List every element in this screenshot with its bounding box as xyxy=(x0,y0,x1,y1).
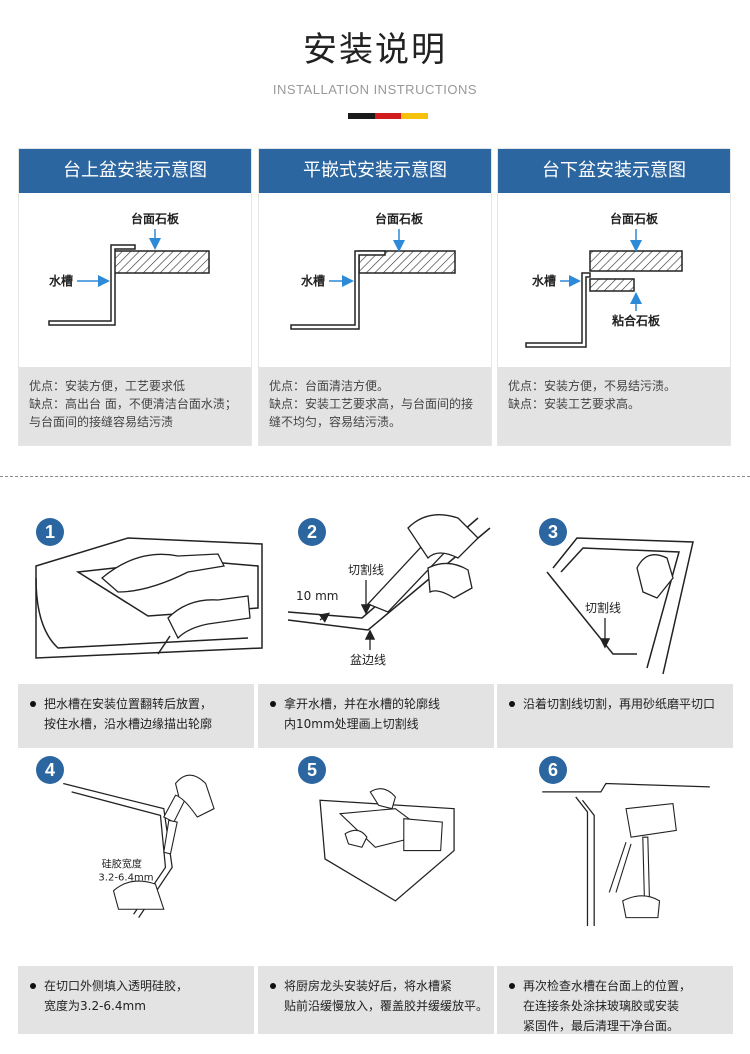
panel-notes: 优点：台面清洁方便。 缺点：安装工艺要求高，与台面间的接 缝不均匀，容易结污渍。 xyxy=(259,367,491,445)
step-number: 1 xyxy=(36,518,64,546)
cut-line-label: 切割线 xyxy=(348,562,384,577)
sink-label: 水槽 xyxy=(532,273,556,288)
caption-line: 按住水槽，沿水槽边缘描出轮廓 xyxy=(44,717,213,731)
panel-title: 台下盆安装示意图 xyxy=(498,149,730,193)
step-number: 2 xyxy=(298,518,326,546)
sink-label: 水槽 xyxy=(301,273,325,288)
step-caption: 再次检查水槽在台面上的位置， 在连接条处涂抹玻璃胶或安装 紧固件，最后清理干净台… xyxy=(497,966,733,1034)
panel-title: 平嵌式安装示意图 xyxy=(259,149,491,193)
step-caption: 把水槽在安装位置翻转后放置， 按住水槽，沿水槽边缘描出轮廓 xyxy=(18,684,254,748)
sink-profile xyxy=(48,244,136,326)
step-number: 4 xyxy=(36,756,64,784)
step-5-illustration xyxy=(319,788,455,902)
pros-text: 优点：安装方便，不易结污渍。 xyxy=(508,379,677,393)
bond-label: 粘合石板 xyxy=(612,313,661,328)
cons-text: 缺点：高出台 面，不便清洁台面水渍； xyxy=(29,397,237,411)
panel-flush-mount: 平嵌式安装示意图 台面石板 水槽 优点：台面清洁方便。 缺点：安装工艺要求高，与… xyxy=(258,148,492,446)
step-caption: 沿着切割线切割，再用砂纸磨平切口 xyxy=(497,684,733,748)
step-4-illustration: 硅胶宽度 3.2-6.4mm xyxy=(63,774,215,918)
flag-stripe xyxy=(348,113,429,119)
offset-label: 10 mm xyxy=(296,589,338,603)
cons-text: 缺点：安装工艺要求高。 xyxy=(508,397,641,411)
step-number: 3 xyxy=(539,518,567,546)
step-caption: 将厨房龙头安装好后，将水槽紧 贴前沿缓慢放入，覆盖胶并缓缓放平。 xyxy=(258,966,494,1034)
caption-line: 贴前沿缓慢放入，覆盖胶并缓缓放平。 xyxy=(284,999,489,1013)
glue-label: 硅胶宽度 xyxy=(102,857,142,870)
cut-line-label: 切割线 xyxy=(585,600,621,615)
caption-line: 沿着切割线切割，再用砂纸磨平切口 xyxy=(523,697,716,711)
caption-line: 紧固件，最后清理干净台面。 xyxy=(523,1019,680,1033)
countertop-slab xyxy=(589,250,683,272)
cons-text: 与台面间的接缝容易结污渍 xyxy=(29,415,174,429)
countertop-slab xyxy=(112,250,210,274)
pros-text: 优点：台面清洁方便。 xyxy=(269,379,390,393)
bullet-icon xyxy=(270,700,276,707)
sink-profile xyxy=(525,272,591,348)
caption-line: 在连接条处涂抹玻璃胶或安装 xyxy=(523,999,680,1013)
pros-text: 优点：安装方便，工艺要求低 xyxy=(29,379,186,393)
cons-text: 缝不均匀，容易结污渍。 xyxy=(269,415,402,429)
flag-gold xyxy=(401,113,429,119)
panel-title: 台上盆安装示意图 xyxy=(19,149,251,193)
caption-line: 再次检查水槽在台面上的位置， xyxy=(523,979,692,993)
sink-profile xyxy=(290,250,386,330)
bullet-icon xyxy=(30,982,36,989)
panel-notes: 优点：安装方便，工艺要求低 缺点：高出台 面，不便清洁台面水渍； 与台面间的接缝… xyxy=(19,367,251,445)
caption-line: 把水槽在安装位置翻转后放置， xyxy=(44,697,213,711)
bonding-slab xyxy=(589,278,635,292)
step-number: 5 xyxy=(298,756,326,784)
section-divider xyxy=(0,476,750,477)
top-mount-diagram: 台面石板 水槽 xyxy=(19,193,251,367)
step-caption: 拿开水槽，并在水槽的轮廓线 内10mm处理画上切割线 xyxy=(258,684,494,748)
caption-line: 将厨房龙头安装好后，将水槽紧 xyxy=(284,979,453,993)
bullet-icon xyxy=(270,982,276,989)
step-caption: 在切口外侧填入透明硅胶， 宽度为3.2-6.4mm xyxy=(18,966,254,1034)
slab-label: 台面石板 xyxy=(375,211,424,226)
panel-notes: 优点：安装方便，不易结污渍。 缺点：安装工艺要求高。 xyxy=(498,367,730,445)
caption-line: 在切口外侧填入透明硅胶， xyxy=(44,979,189,993)
bullet-icon xyxy=(509,700,515,707)
step-2-illustration: 切割线 10 mm 盆边线 xyxy=(287,514,491,667)
step-3-illustration: 切割线 xyxy=(546,537,694,675)
bullet-icon xyxy=(30,700,36,707)
slab-label: 台面石板 xyxy=(131,211,180,226)
edge-line-label: 盆边线 xyxy=(350,653,386,667)
flush-mount-diagram: 台面石板 水槽 xyxy=(259,193,491,367)
flag-black xyxy=(348,113,375,119)
slab-label: 台面石板 xyxy=(610,211,659,226)
page-subtitle: INSTALLATION INSTRUCTIONS xyxy=(272,82,478,97)
flag-red xyxy=(374,113,402,119)
sink-label: 水槽 xyxy=(49,273,73,288)
cons-text: 缺点：安装工艺要求高，与台面间的接 xyxy=(269,397,474,411)
panel-top-mount: 台上盆安装示意图 台面石板 水槽 优点：安装方便，工艺要求低 缺点：高出台 面，… xyxy=(18,148,252,446)
glue-width-label: 3.2-6.4mm xyxy=(98,873,153,884)
caption-line: 拿开水槽，并在水槽的轮廓线 xyxy=(284,697,441,711)
caption-line: 宽度为3.2-6.4mm xyxy=(44,999,146,1013)
step-6-illustration xyxy=(542,782,710,926)
under-mount-diagram: 台面石板 水槽 粘合石板 xyxy=(498,193,730,367)
step-1-illustration xyxy=(35,537,263,659)
bullet-icon xyxy=(509,982,515,989)
step-number: 6 xyxy=(539,756,567,784)
panel-under-mount: 台下盆安装示意图 台面石板 水槽 粘合石板 优点：安装方便，不易结污渍。 缺点：… xyxy=(497,148,731,446)
caption-line: 内10mm处理画上切割线 xyxy=(284,717,419,731)
page-title: 安装说明 xyxy=(303,30,447,70)
